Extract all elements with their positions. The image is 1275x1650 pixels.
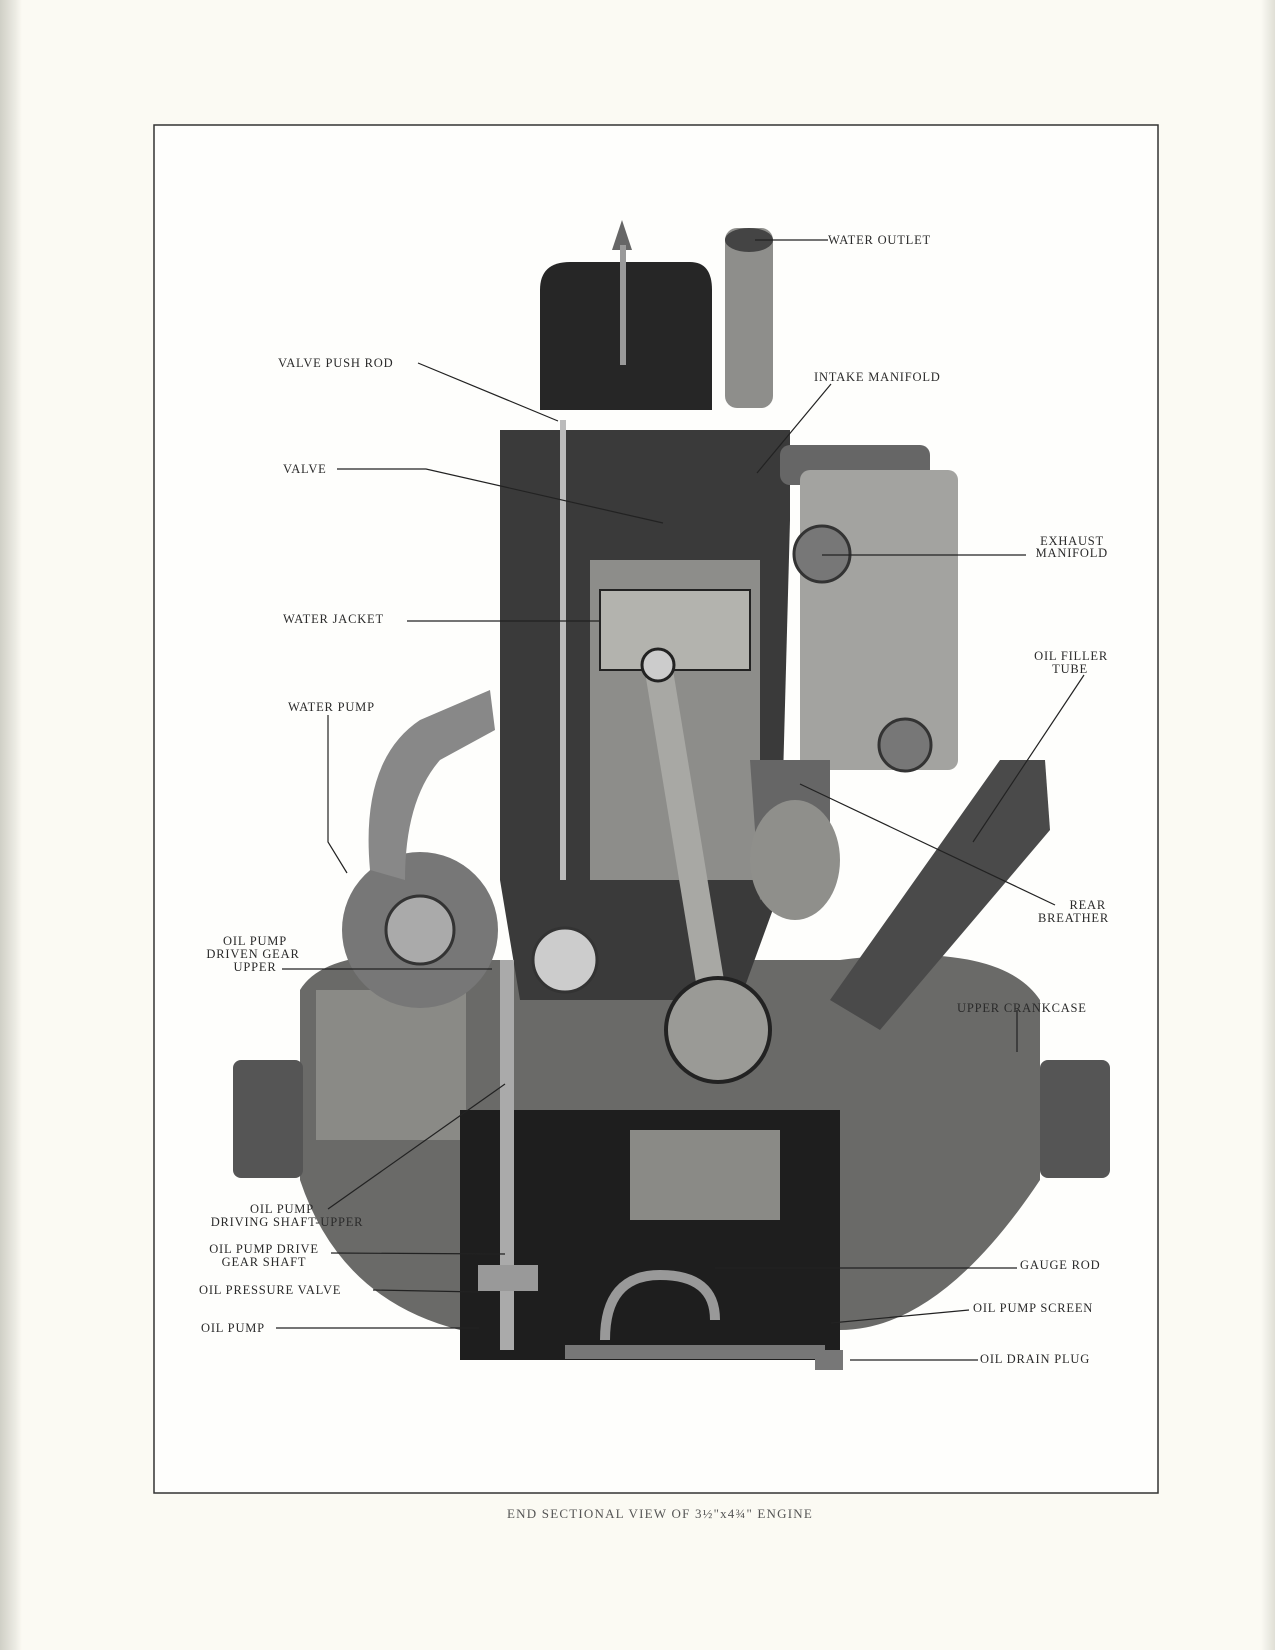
oil-filler-tube-shape <box>830 760 1050 1030</box>
label-intake-manifold: INTAKE MANIFOLD <box>814 370 941 384</box>
label-upper-crankcase: UPPER CRANKCASE <box>957 1001 1087 1015</box>
label-exhaust-manifold-line2: MANIFOLD <box>1036 546 1108 560</box>
label-oil-pump-driving-shaft-line2: DRIVING SHAFT-UPPER <box>211 1215 364 1229</box>
label-rear-breather-line2: BREATHER <box>1038 911 1109 925</box>
label-oil-pump: OIL PUMP <box>201 1321 265 1335</box>
leader-lines <box>276 239 1085 1361</box>
label-rear-breather-line1: REAR <box>1069 898 1106 912</box>
label-valve-push-rod: VALVE PUSH ROD <box>278 356 393 370</box>
exhaust-manifold-shape <box>800 470 958 770</box>
label-oil-pump-driven-gear-line3: UPPER <box>234 960 277 974</box>
label-oil-drain-plug: OIL DRAIN PLUG <box>980 1352 1090 1366</box>
label-valve: VALVE <box>283 462 327 476</box>
label-gauge-rod: GAUGE ROD <box>1020 1258 1100 1272</box>
water-hose <box>368 690 495 880</box>
label-oil-pump-driving-shaft-line1: OIL PUMP <box>250 1202 314 1216</box>
label-oil-pump-driven-gear-line2: DRIVEN GEAR <box>206 947 299 961</box>
push-rod <box>560 420 566 880</box>
oil-pump-screen-shape <box>565 1345 825 1359</box>
label-oil-pressure-valve: OIL PRESSURE VALVE <box>199 1283 341 1297</box>
connecting-rod <box>644 662 732 1033</box>
label-oil-filler-tube-line1: OIL FILLER <box>1034 649 1108 663</box>
label-oil-pump-driven-gear-line1: OIL PUMP <box>223 934 287 948</box>
right-flange <box>1040 1060 1110 1178</box>
piston <box>599 589 751 671</box>
label-oil-pump-drive-gear-shaft-line2: GEAR SHAFT <box>222 1255 307 1269</box>
label-oil-pump-drive-gear-shaft-line1: OIL PUMP DRIVE <box>209 1242 319 1256</box>
label-water-pump: WATER PUMP <box>288 700 375 714</box>
page-binding-shadow <box>0 0 22 1650</box>
figure-caption: END SECTIONAL VIEW OF 3½"x4¾" ENGINE <box>507 1506 813 1521</box>
callout-labels: WATER OUTLET VALVE PUSH ROD INTAKE MANIF… <box>199 233 1109 1366</box>
engine-illustration <box>233 220 1110 1370</box>
label-water-outlet: WATER OUTLET <box>828 233 931 247</box>
label-water-jacket: WATER JACKET <box>283 612 384 626</box>
camshaft <box>531 926 599 994</box>
page-edge-shadow <box>1261 0 1275 1650</box>
label-oil-filler-tube-line2: TUBE <box>1052 662 1088 676</box>
water-outlet-pipe <box>725 228 773 408</box>
pump-cover <box>316 990 466 1140</box>
drain-plug-shape <box>815 1350 843 1370</box>
label-oil-pump-screen: OIL PUMP SCREEN <box>973 1301 1093 1315</box>
label-exhaust-manifold-line1: EXHAUST <box>1040 534 1104 548</box>
left-flange <box>233 1060 303 1178</box>
crankshaft <box>664 976 772 1084</box>
